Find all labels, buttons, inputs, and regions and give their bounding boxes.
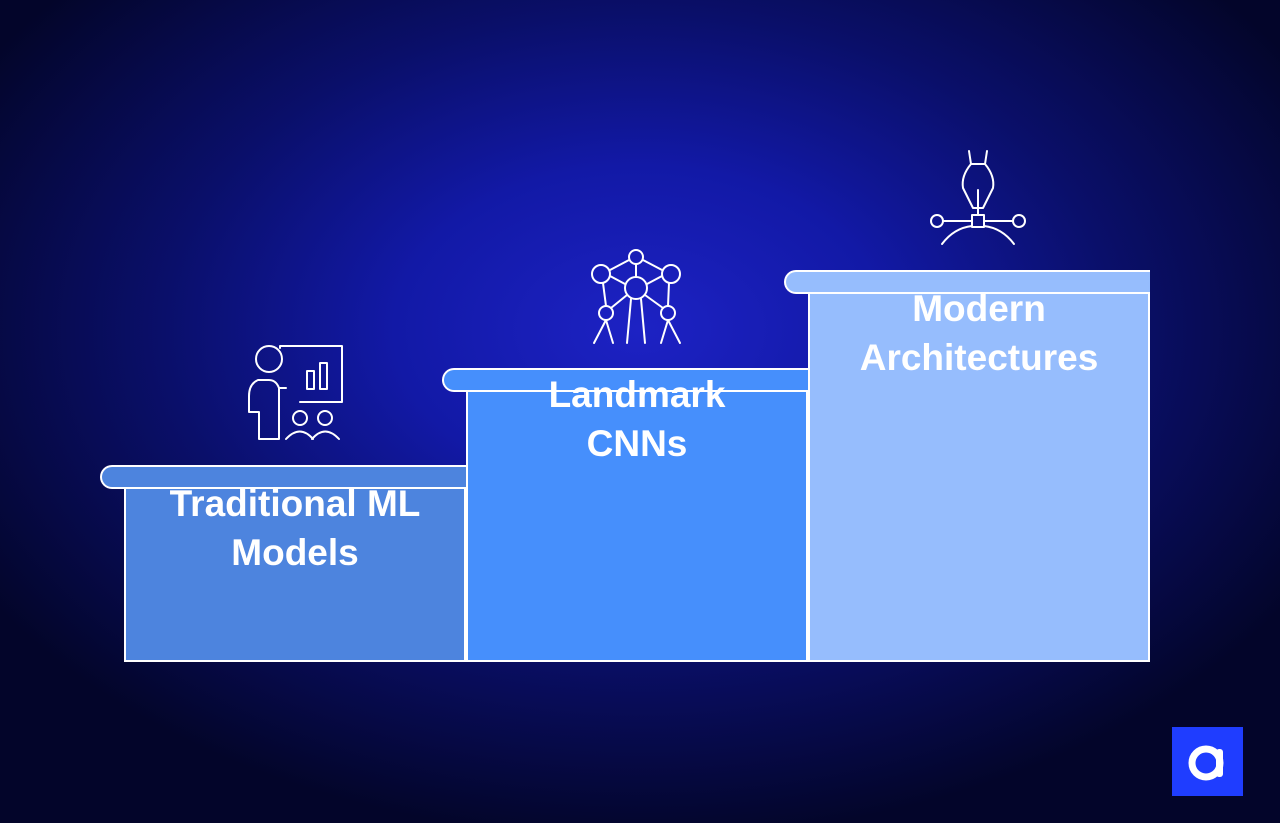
step-traditional-ml: Traditional ML Models [100,465,466,662]
step-label: Traditional ML Models [126,479,464,577]
pen-tool-icon [928,148,1028,248]
presentation-icon [244,342,346,444]
logo-letter-a-icon [1188,745,1223,780]
step-modern-architectures: Modern Architectures [784,270,1150,662]
step-label: Modern Architectures [810,284,1148,382]
network-icon [587,245,687,347]
step-ledge [442,368,808,392]
step-label-line-2: CNNs [586,423,688,464]
brand-logo [1172,727,1243,796]
step-ledge [784,270,1150,294]
step-label-line-2: Models [231,532,359,573]
step-label-line-1: Traditional ML [169,483,421,524]
step-landmark-cnns: Landmark CNNs [442,368,808,662]
step-label: Landmark CNNs [468,370,806,468]
step-label-line-1: Landmark [548,374,726,415]
step-label-line-2: Architectures [859,337,1099,378]
step-label-line-1: Modern [912,288,1046,329]
step-ledge [100,465,466,489]
